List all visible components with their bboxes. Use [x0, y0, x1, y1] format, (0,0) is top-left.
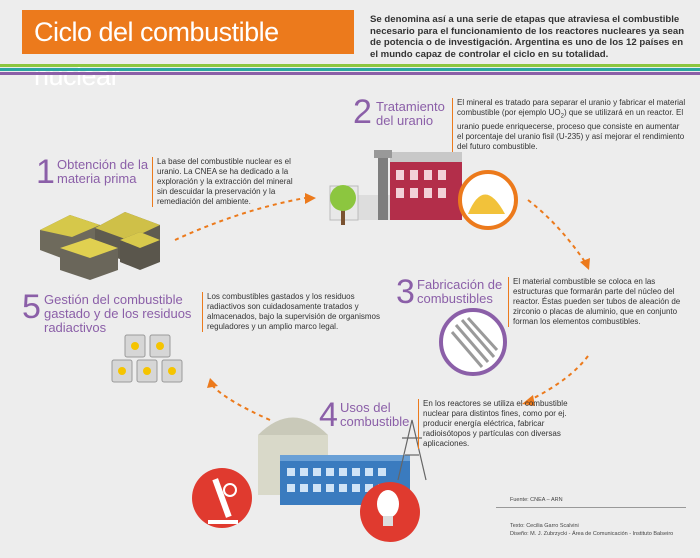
- page-title: Ciclo del combustible nuclear: [22, 10, 354, 91]
- step-3-title-line-1: Fabricación de: [417, 277, 503, 292]
- step-1-number: 1: [36, 153, 55, 191]
- step-2-description-start: El mineral es tratado para separar el ur…: [457, 98, 686, 117]
- step-1-title-line-2: materia prima: [57, 171, 137, 186]
- yellowcake-icon: [458, 170, 518, 230]
- stripe-teal: [0, 68, 700, 71]
- step-3-title: Fabricación de combustibles: [417, 278, 505, 306]
- step-1-description: La base del combustible nuclear es el ur…: [152, 157, 298, 207]
- step-1-title: Obtención de la materia prima: [57, 158, 149, 186]
- step-3-description: El material combustible se coloca en las…: [508, 277, 688, 327]
- step-2-number: 2: [353, 93, 372, 131]
- fuel-rods-icon: [439, 308, 507, 376]
- step-5-description: Los combustibles gastados y los residuos…: [202, 292, 380, 332]
- footer-text-credit: Texto: Cecilia Garro Scalvini: [510, 523, 579, 529]
- factory-icon: [329, 150, 462, 221]
- step-2-title-line-2: del uranio: [376, 113, 434, 128]
- step-2-description-subscript: 2: [560, 113, 564, 120]
- step-3-number: 3: [396, 273, 415, 311]
- microscope-icon: [192, 468, 252, 528]
- step-2-description-end: ) que se utilizará en un reactor. El ura…: [457, 108, 685, 151]
- stripe-green: [0, 64, 700, 67]
- step-2-title-line-1: Tratamiento: [376, 99, 445, 114]
- uranium-ore-icon: [40, 212, 160, 280]
- step-5-title-line-3: radiactivos: [44, 320, 107, 335]
- step-5-title-line-2: gastado y de los residuos: [44, 306, 192, 321]
- step-4-description: En los reactores se utiliza el combustib…: [418, 399, 576, 449]
- arrow-heads: [207, 193, 590, 406]
- step-2-title: Tratamiento del uranio: [376, 100, 450, 128]
- step-4-title-line-1: Usos del: [340, 400, 391, 415]
- lightbulb-icon: [360, 482, 420, 542]
- step-4-title: Usos del combustible: [340, 401, 412, 429]
- step-4-number: 4: [319, 396, 338, 434]
- waste-barrels-icon: [111, 334, 183, 383]
- step-5-title-line-1: Gestión del combustible: [44, 292, 183, 307]
- cycle-arrows: [174, 197, 589, 421]
- intro-text: Se denomina así a una serie de etapas qu…: [370, 14, 685, 60]
- stripe-purple: [0, 72, 700, 75]
- step-5-number: 5: [22, 288, 41, 326]
- step-3-title-line-2: combustibles: [417, 291, 493, 306]
- footer-divider: [496, 507, 686, 508]
- step-5-title: Gestión del combustible gastado y de los…: [44, 293, 194, 335]
- footer-design-credit: Diseño: M. J. Zubrzycki - Área de Comuni…: [510, 531, 674, 537]
- step-1-title-line-1: Obtención de la: [57, 157, 149, 172]
- footer-source: Fuente: CNEA – ARN: [510, 497, 563, 503]
- step-2-description: El mineral es tratado para separar el ur…: [452, 98, 687, 152]
- tree-icon: [330, 185, 356, 225]
- step-4-title-line-2: combustible: [340, 414, 410, 429]
